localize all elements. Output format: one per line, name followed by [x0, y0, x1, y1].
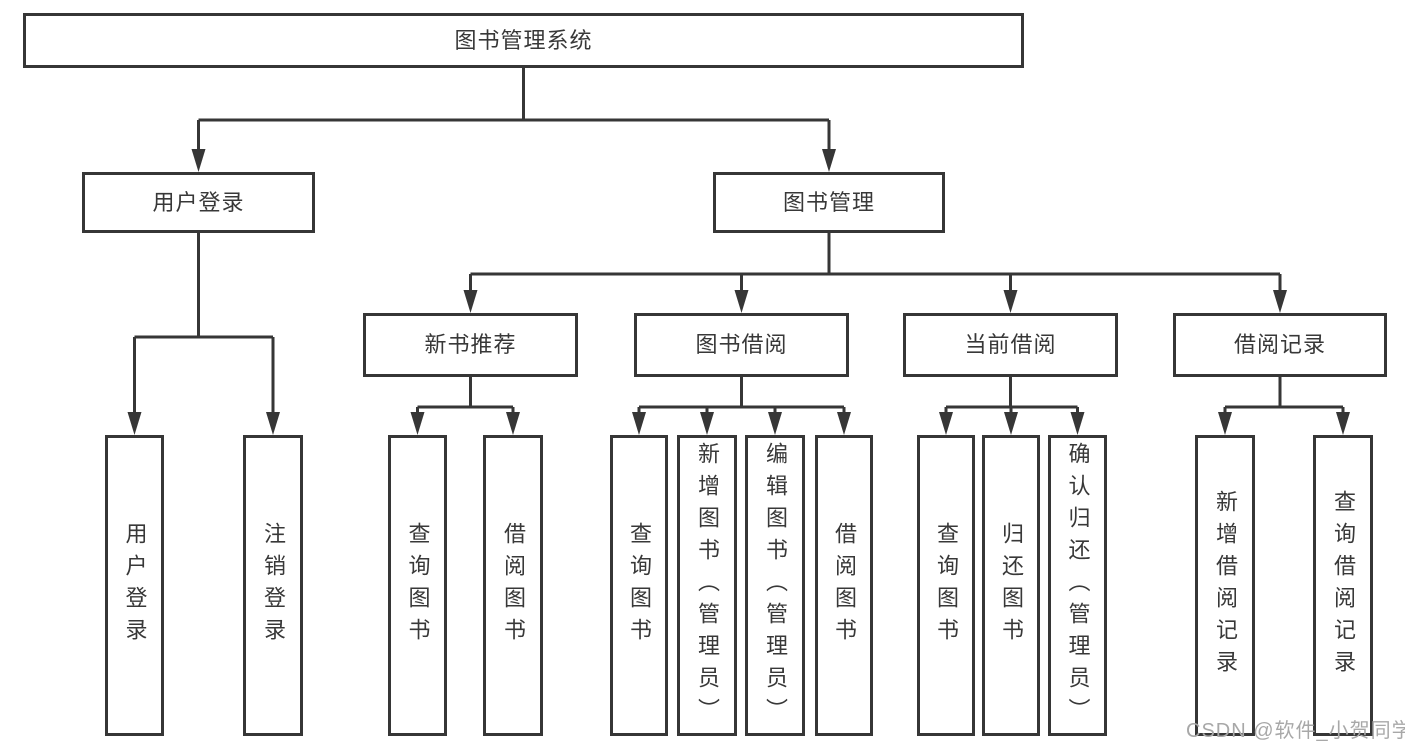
leaf-query-books-1: 查询图书 [388, 435, 447, 736]
leaf-label: 查询图书 [627, 521, 652, 650]
node-library-management-system: 图书管理系统 [23, 13, 1024, 68]
leaf-label: 归还图书 [999, 521, 1024, 650]
arrowhead [506, 412, 520, 435]
leaf-label: 查询图书 [934, 521, 959, 650]
leaf-label: 查询借阅记录 [1331, 489, 1356, 682]
leaf-user-login: 用户登录 [105, 435, 164, 736]
arrowhead [127, 412, 142, 435]
arrowhead [1218, 412, 1232, 435]
watermark-text: CSDN @软件_小贺同学 [1186, 720, 1405, 742]
leaf-borrow-books-1: 借阅图书 [483, 435, 543, 736]
node-new-book-recommendation: 新书推荐 [363, 313, 578, 377]
leaf-add-book-admin: 新增图书（管理员） [677, 435, 737, 736]
leaf-label: 注销登录 [261, 521, 286, 650]
arrowhead [939, 412, 953, 435]
leaf-add-borrow-record: 新增借阅记录 [1195, 435, 1255, 736]
leaf-label: 借阅图书 [501, 521, 526, 650]
arrowhead [1336, 412, 1350, 435]
arrowhead [632, 412, 646, 435]
leaf-label: 借阅图书 [832, 521, 857, 650]
node-book-borrowing: 图书借阅 [634, 313, 849, 377]
leaf-query-books-2: 查询图书 [610, 435, 668, 736]
node-book-management: 图书管理 [713, 172, 945, 233]
arrowhead [700, 412, 714, 435]
arrowhead [837, 412, 851, 435]
leaf-query-borrow-record: 查询借阅记录 [1313, 435, 1373, 736]
node-borrowing-records: 借阅记录 [1173, 313, 1387, 377]
leaf-edit-book-admin: 编辑图书（管理员） [745, 435, 805, 736]
leaf-label: 确认归还（管理员） [1065, 441, 1091, 730]
node-user-login: 用户登录 [82, 172, 315, 233]
leaf-label: 新增图书（管理员） [695, 441, 720, 730]
arrowhead [1004, 412, 1018, 435]
arrowhead [768, 412, 782, 435]
leaf-logout: 注销登录 [243, 435, 303, 736]
arrowhead [822, 149, 836, 172]
leaf-borrow-books-2: 借阅图书 [815, 435, 873, 736]
leaf-label: 新增借阅记录 [1213, 489, 1238, 682]
arrowhead [1070, 412, 1085, 435]
leaf-label: 查询图书 [405, 521, 431, 650]
leaf-label: 编辑图书（管理员） [763, 441, 788, 730]
arrowhead [191, 149, 206, 172]
arrowhead [266, 412, 280, 435]
leaf-return-books: 归还图书 [982, 435, 1040, 736]
arrowhead [1273, 290, 1287, 313]
leaf-query-books-3: 查询图书 [917, 435, 975, 736]
arrowhead [463, 290, 478, 313]
leaf-confirm-return-admin: 确认归还（管理员） [1048, 435, 1107, 736]
leaf-label: 用户登录 [122, 521, 148, 650]
arrowhead [734, 290, 749, 313]
node-current-borrowing: 当前借阅 [903, 313, 1118, 377]
arrowhead [1003, 290, 1018, 313]
arrowhead [410, 412, 425, 435]
